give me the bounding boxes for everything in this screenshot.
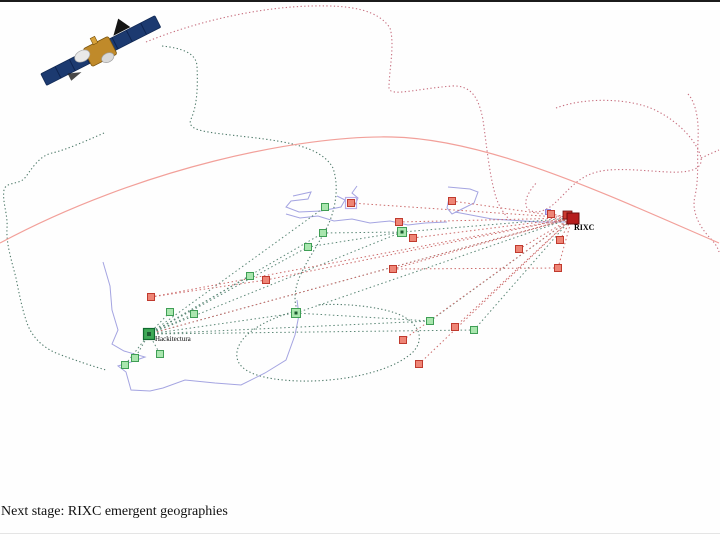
node-g14[interactable] [470, 326, 478, 334]
red-contour-right [687, 93, 720, 253]
node-r9[interactable] [399, 336, 407, 344]
edge-hack-g1 [148, 206, 326, 335]
edge-hack-rixc [148, 217, 573, 335]
edge-r12-rixc [150, 217, 573, 298]
node-g10[interactable] [131, 354, 139, 362]
edge-layer [124, 200, 573, 366]
node-g7[interactable] [190, 310, 198, 318]
node-g6[interactable] [166, 308, 174, 316]
edge-hack-g8 [148, 312, 297, 335]
edge-hack-g3 [148, 246, 309, 335]
red-contour-top [145, 5, 511, 221]
node-r5[interactable] [389, 265, 397, 273]
edge-g4-g3 [307, 231, 403, 248]
coastline-layer [102, 185, 566, 392]
edge-r11-r12 [150, 279, 267, 298]
green-contour-left [3, 132, 107, 371]
node-r10[interactable] [415, 360, 423, 368]
edge-r1-rixc [350, 202, 573, 219]
rixc-label: RIXC [574, 223, 595, 232]
coast-upper-center [285, 191, 346, 213]
edge-g14-rixc [473, 217, 573, 331]
edge-hack-g5 [148, 275, 251, 335]
top-border-bar [0, 0, 720, 2]
node-r15[interactable] [556, 236, 564, 244]
node-hack[interactable] [142, 327, 156, 341]
node-r11[interactable] [262, 276, 270, 284]
edge-hack-g4 [148, 231, 403, 335]
contour-layer [0, 5, 720, 382]
edge-g8-rixc [295, 217, 573, 314]
edge-hack-g14 [148, 329, 475, 335]
node-r1[interactable] [344, 196, 358, 210]
edge-g8-g13 [295, 312, 431, 322]
salmon-arc [0, 136, 720, 244]
label-layer: Hackitectura RIXC [155, 223, 595, 343]
green-contour-main [161, 45, 337, 313]
node-r3[interactable] [395, 218, 403, 226]
edge-hack-g13 [148, 320, 431, 335]
edge-r7-rixc [557, 217, 573, 269]
node-g2[interactable] [319, 229, 327, 237]
node-r7[interactable] [554, 264, 562, 272]
node-r8[interactable] [451, 323, 459, 331]
node-rixc[interactable] [562, 210, 580, 225]
node-r2[interactable] [448, 197, 456, 205]
edge-g4-rixc [401, 217, 573, 233]
satellite-icon [40, 15, 161, 86]
node-r6[interactable] [515, 245, 523, 253]
node-r4[interactable] [409, 234, 417, 242]
node-g8[interactable] [291, 308, 301, 318]
red-contour-right-branch [700, 149, 720, 159]
coast-mid-band [285, 213, 448, 226]
edge-r3-rixc [398, 217, 573, 223]
edge-r6-rixc [518, 217, 573, 250]
node-g11[interactable] [156, 350, 164, 358]
hackitectura-label: Hackitectura [155, 335, 192, 343]
edge-g13-rixc [429, 217, 573, 322]
edge-r9-rixc [402, 217, 573, 341]
caption: Next stage: RIXC emergent geographies [1, 504, 228, 519]
red-contour-loop [525, 99, 702, 213]
node-layer [121, 196, 580, 369]
edge-g4-g2 [322, 231, 403, 234]
green-contour-loop [236, 303, 420, 382]
node-g1[interactable] [321, 203, 329, 211]
node-g5[interactable] [246, 272, 254, 280]
node-g12[interactable] [121, 361, 129, 369]
coast-to-rixc [454, 211, 566, 223]
edge-hack-g7 [148, 313, 195, 335]
edge-r11-rixc [265, 217, 573, 281]
node-g4[interactable] [397, 227, 407, 237]
coast-upper-right [446, 186, 479, 215]
node-g13[interactable] [426, 317, 434, 325]
node-r12[interactable] [147, 293, 155, 301]
coast-bottom-left [102, 261, 300, 392]
edge-r5-r7 [392, 267, 559, 270]
bottom-divider [0, 533, 720, 534]
node-r14[interactable] [547, 210, 555, 218]
node-g3[interactable] [304, 243, 312, 251]
